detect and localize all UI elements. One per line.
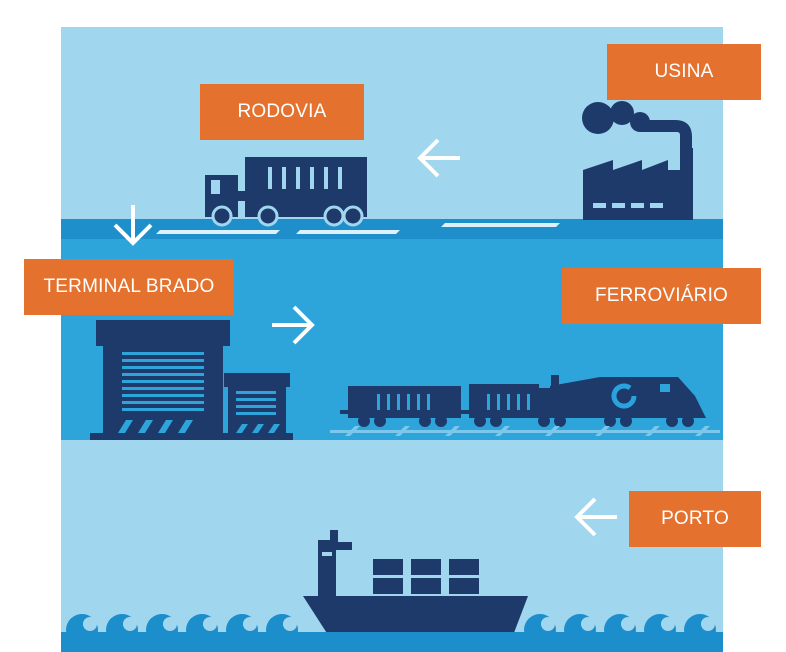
- ship-window: [322, 552, 332, 556]
- label-ferroviario: FERROVIÁRIO: [562, 268, 761, 324]
- train-logo: [611, 383, 637, 409]
- train-wheels: [358, 415, 694, 427]
- warehouse-shutters: [118, 352, 280, 433]
- rail-track: [330, 426, 720, 436]
- waves-icon: [61, 614, 723, 652]
- truck-icon: [205, 157, 367, 227]
- label-terminal-brado: TERMINAL BRADO: [24, 259, 234, 315]
- arrow-right-icon: [272, 305, 315, 345]
- road-markings: [156, 223, 560, 234]
- arrow-down-icon: [113, 205, 153, 246]
- arrow-left-icon: [417, 138, 460, 178]
- label-porto: PORTO: [629, 491, 761, 547]
- label-rodovia: RODOVIA: [200, 84, 364, 140]
- train-windows: [377, 384, 670, 410]
- ship-icon: [303, 530, 528, 638]
- factory-windows: [593, 203, 663, 208]
- road-strip: [61, 219, 723, 239]
- arrow-left-icon: [574, 497, 617, 537]
- label-usina: USINA: [607, 44, 761, 100]
